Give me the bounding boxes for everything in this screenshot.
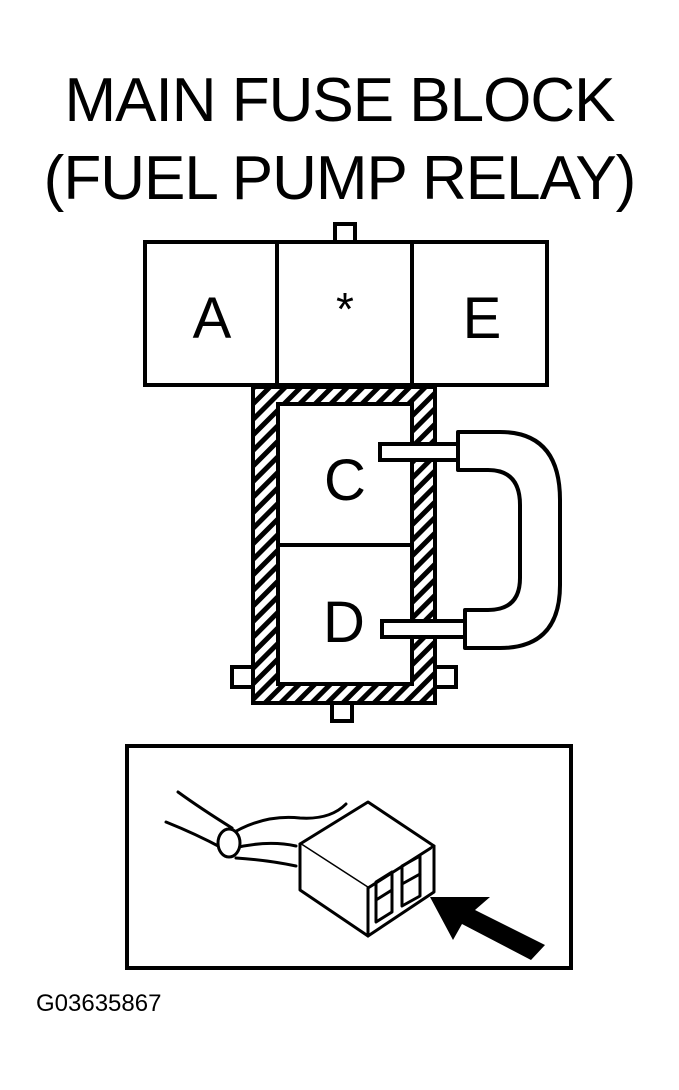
terminal-e-label: E (463, 286, 502, 351)
terminal-a-label: A (193, 286, 232, 351)
terminal-c-label: C (324, 448, 366, 513)
title-line-2: (FUEL PUMP RELAY) (43, 144, 637, 213)
title-line-1: MAIN FUSE BLOCK (64, 66, 616, 135)
bottom-tab (330, 701, 354, 723)
figure-id: G03635867 (36, 990, 162, 1017)
pointer-arrow-icon (430, 897, 545, 960)
jumper-wire-icon (378, 430, 562, 650)
terminal-d-label: D (323, 590, 365, 655)
top-tab (333, 222, 357, 244)
right-side-tab (432, 665, 458, 689)
relay-connector-icon (164, 790, 436, 938)
terminal-star-label: * (336, 283, 354, 335)
left-side-tab (230, 665, 256, 689)
